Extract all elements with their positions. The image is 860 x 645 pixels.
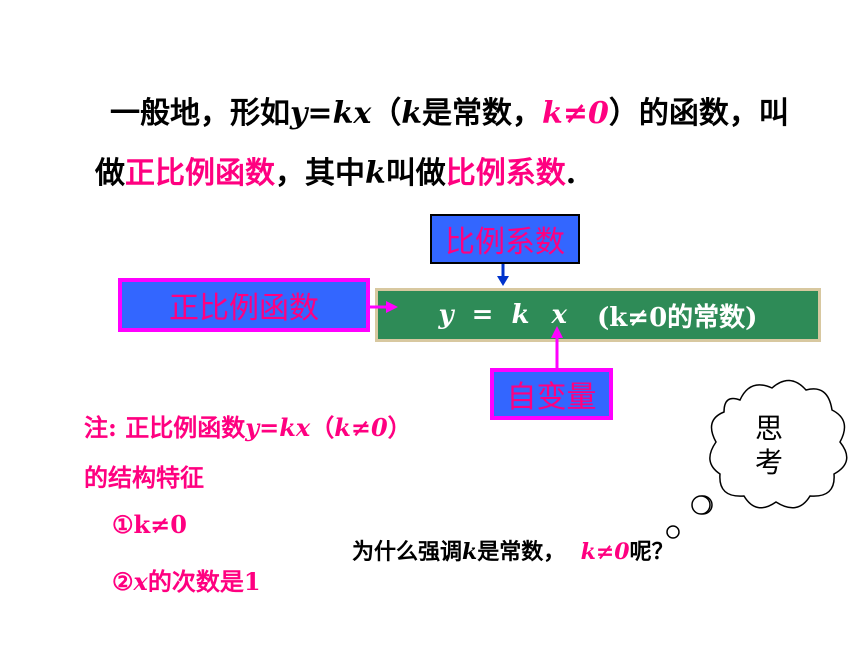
note-structure-text: 的结构特征 — [84, 463, 204, 492]
paren-open: （ — [371, 96, 402, 131]
function-label-box: 正比例函数 — [118, 278, 370, 332]
question-mid: 是常数， — [477, 539, 566, 565]
question-k: k — [462, 539, 478, 565]
note-line-1: 注: 正比例函数y=kx（k≠0） — [84, 408, 412, 443]
is-constant-text: 是常数， — [422, 96, 543, 131]
question-lead: 为什么强调 — [352, 539, 463, 565]
thought-char-1: 思 — [754, 412, 783, 445]
thought-small-circles — [666, 495, 711, 539]
note-item-2-suffix: 的次数是1 — [147, 567, 261, 596]
term-coefficient: 比例系数 — [445, 156, 566, 191]
variable-label: 自变量 — [506, 380, 597, 415]
line2-end: . — [565, 156, 577, 191]
note-condition: k≠0 — [334, 413, 388, 442]
question-end: 呢？ — [629, 539, 674, 565]
thought-text: 思 考 — [752, 412, 786, 480]
note-item-2-prefix: ② — [112, 567, 134, 596]
coefficient-label-box: 比例系数 — [430, 214, 580, 264]
k-symbol: k — [401, 96, 423, 131]
definition-tail: 的函数，叫 — [638, 96, 789, 131]
formula-x: x — [551, 300, 567, 330]
note-paren-open: （ — [310, 413, 335, 442]
note-line-2: 的结构特征 — [84, 458, 204, 493]
note-title: 注: — [84, 413, 117, 442]
line2-mid2: 叫做 — [385, 156, 446, 191]
note-paren-close: ） — [387, 413, 412, 442]
line2-mid1: ，其中 — [275, 156, 365, 191]
formula-k: k — [511, 300, 530, 330]
note-item-1: ①k≠0 — [112, 510, 187, 539]
function-label: 正比例函数 — [169, 291, 319, 326]
thought-char-2: 考 — [754, 446, 783, 479]
line2-lead: 做 — [95, 156, 125, 191]
definition-line-2: 做正比例函数，其中k叫做比例系数. — [95, 148, 576, 192]
term-proportional-function: 正比例函数 — [125, 156, 275, 191]
definition-line-1: 一般地，形如y=kx（k是常数，k≠0）的函数，叫 — [110, 88, 789, 132]
variable-label-box: 自变量 — [490, 368, 613, 420]
formula-condition: (k≠0的常数) — [596, 302, 758, 333]
formula-y: y — [438, 300, 454, 330]
note-text: 正比例函数 — [125, 413, 246, 442]
formula-eq: = — [471, 300, 494, 330]
paren-close: ） — [608, 96, 639, 131]
definition-formula: y=kx — [290, 96, 372, 131]
question-condition: k≠0 — [580, 539, 630, 565]
note-formula: y=kx — [245, 413, 311, 442]
arrow-coefficient-down — [497, 264, 509, 286]
definition-condition: k≠0 — [542, 96, 609, 131]
coefficient-label: 比例系数 — [445, 225, 565, 260]
note-item-1-text: ①k≠0 — [112, 510, 187, 539]
note-item-2-var: x — [133, 567, 148, 596]
definition-lead: 一般地，形如 — [110, 96, 290, 131]
k-symbol-2: k — [365, 156, 386, 191]
question-line: 为什么强调k是常数， k≠0呢？ — [352, 534, 674, 566]
formula-bar: y = k x (k≠0的常数) — [375, 288, 821, 342]
note-item-2: ②x的次数是1 — [112, 562, 261, 597]
